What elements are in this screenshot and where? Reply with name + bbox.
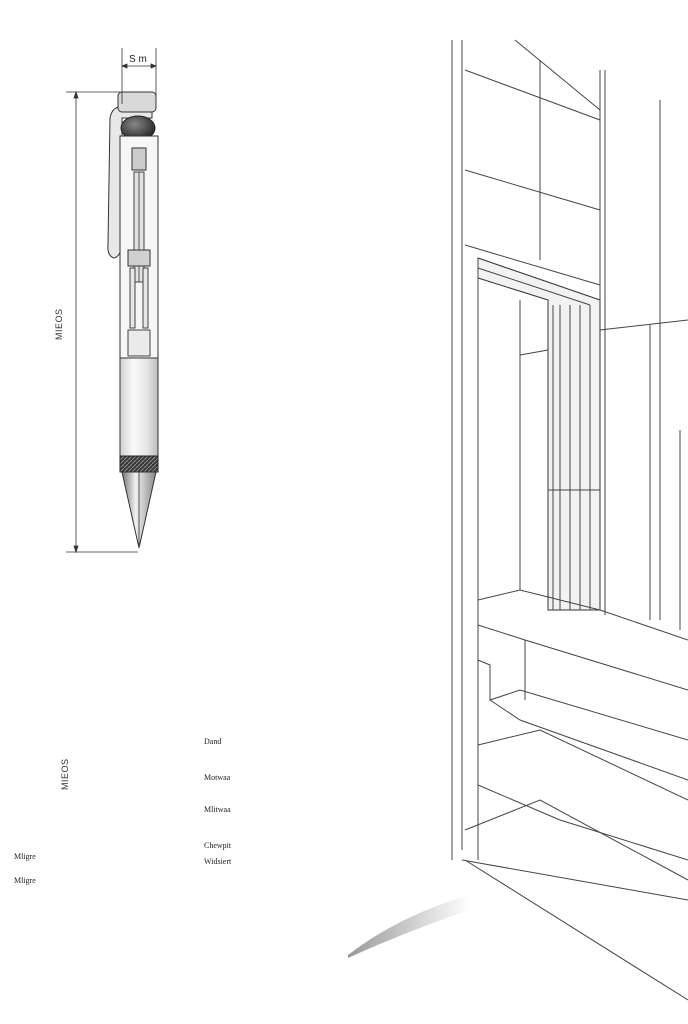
small-pen-dimensions	[66, 48, 158, 554]
small-pen-width-label: S m	[129, 54, 147, 65]
left-label: Mligre	[14, 852, 36, 861]
architecture-background	[451, 39, 688, 1001]
callout-label: Chewpit	[204, 841, 232, 850]
pen-floor-shadow	[348, 895, 470, 958]
left-label: Mligre	[14, 876, 36, 885]
callout-label: Mlitwaa	[204, 805, 231, 814]
bottom-height-label: MIEOS	[60, 758, 70, 790]
small-pen	[107, 91, 159, 549]
callout-label: Dand	[204, 737, 222, 746]
callout-label: Widsiert	[204, 857, 232, 866]
callout-label: Motwaa	[204, 773, 231, 782]
small-pen-height-label: MIEOS	[54, 308, 64, 340]
